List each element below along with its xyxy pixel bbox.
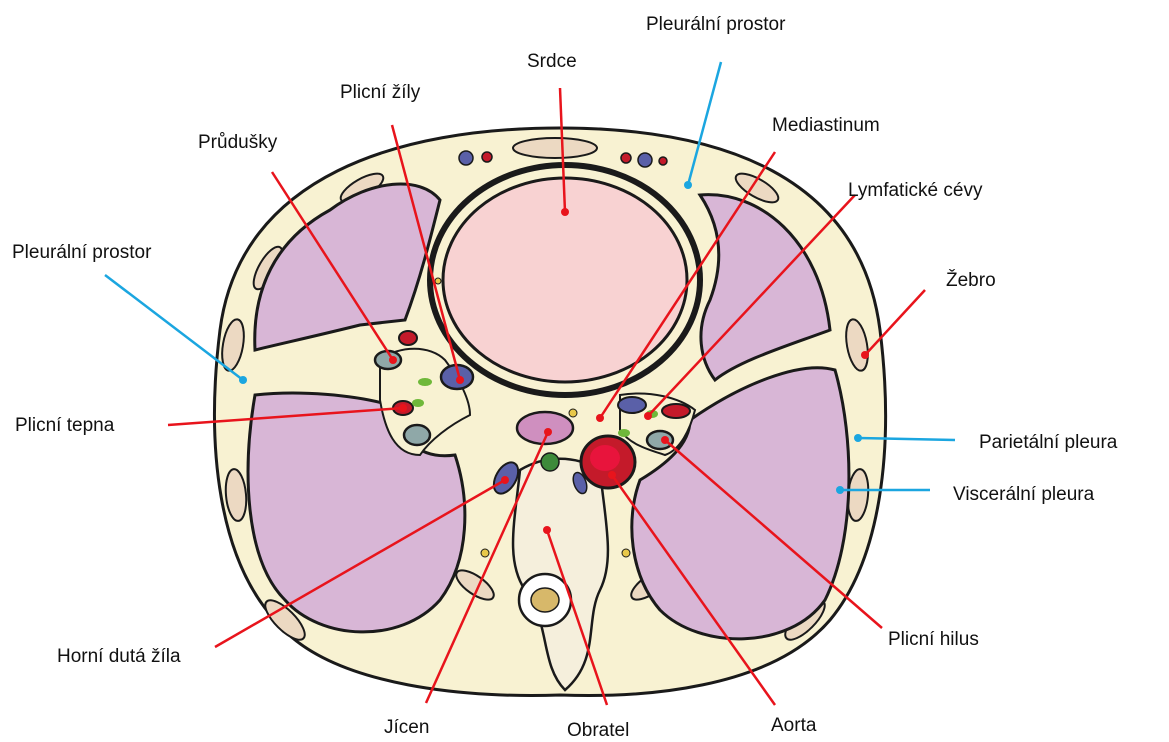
label-obratel: Obratel	[567, 720, 629, 741]
label-zebro: Žebro	[946, 269, 996, 291]
label-visceralni-pleura: Viscerální pleura	[953, 484, 1095, 505]
right-pulmonary-artery	[662, 404, 690, 418]
label-aorta: Aorta	[771, 715, 817, 736]
lymph-node	[418, 378, 432, 386]
label-mediastinum: Mediastinum	[772, 115, 880, 136]
aorta-lumen	[590, 445, 620, 471]
right-bronchus	[647, 431, 673, 449]
thoracic-duct	[541, 453, 559, 471]
rib-sternum	[513, 138, 597, 158]
label-pleuralni-prostor-top: Pleurální prostor	[646, 14, 786, 35]
label-plicni-tepna: Plicní tepna	[15, 415, 115, 436]
label-prudusky: Průdušky	[198, 132, 278, 153]
label-srdce: Srdce	[527, 51, 577, 72]
label-horni-duta-zila: Horní dutá žíla	[57, 646, 181, 667]
label-parietalni-pleura: Parietální pleura	[979, 432, 1118, 453]
right-pulmonary-vein	[618, 397, 646, 413]
left-pulmonary-artery	[399, 331, 417, 345]
left-bronchus-2	[404, 425, 430, 445]
label-plicni-zily: Plicní žíly	[340, 82, 421, 103]
lymph-node	[412, 399, 424, 407]
label-plicni-hilus: Plicní hilus	[888, 629, 979, 650]
lymph-node	[618, 429, 630, 437]
label-pleuralni-prostor-left: Pleurální prostor	[12, 242, 152, 263]
spinal-cord	[531, 588, 559, 612]
label-jicen: Jícen	[384, 717, 429, 738]
label-lymfaticke-cevy: Lymfatické cévy	[848, 180, 983, 201]
